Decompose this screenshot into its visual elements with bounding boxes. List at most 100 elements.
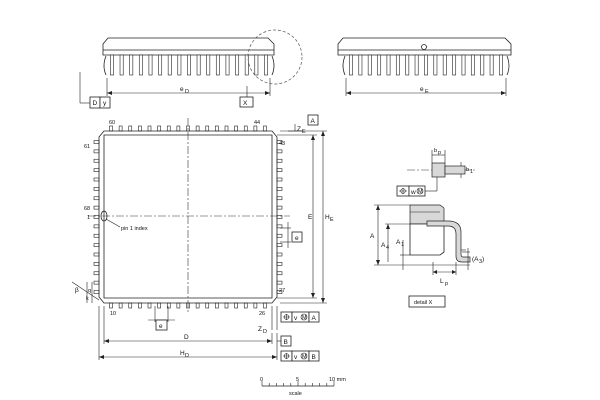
- bp-label: b: [434, 148, 437, 154]
- plan-view: 60 44 61 43 68 1 pin 1 index 27 10 26 A …: [71, 114, 334, 362]
- pin-left: [93, 158, 100, 163]
- pin-1-index-label: pin 1 index: [121, 226, 148, 232]
- pin-bottom: [128, 302, 133, 309]
- side-lead: [470, 54, 475, 76]
- pin-bottom: [234, 302, 238, 309]
- pin-right: [276, 262, 283, 266]
- e-pitch-right-text: e: [295, 235, 299, 242]
- pin-27-label: 27: [279, 288, 285, 294]
- detail-view: b p b 1 w M A A 4 A 1: [370, 148, 484, 308]
- side-lead: [196, 54, 201, 76]
- side-lead: [395, 54, 400, 76]
- z-d-label: Z: [258, 326, 262, 333]
- dim-a3-label: (A: [472, 256, 479, 263]
- q-label: q: [88, 288, 91, 294]
- pin-bottom: [118, 302, 123, 309]
- dim-a4-label-sub: 4: [386, 245, 389, 251]
- pin-bottom: [224, 302, 229, 309]
- pin-left: [93, 149, 100, 154]
- z-e-label: Z: [297, 126, 301, 133]
- pin-top: [234, 125, 238, 132]
- pin-right: [276, 271, 283, 276]
- fcf-plan-a: A: [312, 315, 317, 322]
- fcf-w-m: M: [418, 189, 423, 195]
- pin-right: [276, 243, 283, 247]
- pin-left: [93, 140, 100, 144]
- pin-left: [93, 187, 100, 191]
- pin-top: [243, 125, 248, 132]
- gull-wing-lead: [426, 220, 471, 263]
- dim-hd-label: H: [180, 350, 185, 357]
- side-lead: [405, 54, 410, 76]
- pin-44-label: 44: [254, 120, 260, 126]
- e-d-label: e: [180, 86, 184, 93]
- pin-10-label: 10: [110, 311, 116, 317]
- pin-right: [276, 149, 283, 154]
- pin-bottom: [109, 302, 113, 309]
- dim-lp-label-sub: p: [445, 281, 448, 287]
- side-lead: [119, 54, 124, 76]
- pin-top: [109, 125, 113, 132]
- lead-cross-section: [431, 162, 446, 178]
- fcf-w-text: w: [410, 189, 416, 196]
- dim-a-label: A: [370, 233, 375, 240]
- pin-top: [215, 125, 219, 132]
- pin-bottom: [263, 302, 267, 309]
- pin-top: [205, 125, 210, 132]
- pin-60-label: 60: [109, 120, 115, 126]
- scale-tick-0: 0: [260, 377, 263, 383]
- pin-top: [176, 125, 181, 132]
- e-e-label-sub: E: [425, 89, 429, 95]
- pin-bottom: [147, 302, 152, 309]
- side-lead: [386, 54, 391, 76]
- side-lead: [167, 54, 172, 76]
- side-lead: [349, 54, 353, 76]
- datum-a-box: [307, 114, 319, 126]
- side-lead: [244, 54, 249, 76]
- bp-label-sub: p: [438, 150, 441, 156]
- pin-right: [276, 224, 283, 229]
- pin-left: [93, 168, 100, 172]
- scale-bar: 0 5 10 mm scale: [260, 377, 346, 397]
- dim-a3-label-close: ): [482, 256, 484, 263]
- pin-left: [93, 224, 100, 229]
- dim-lp-label: L: [440, 278, 444, 285]
- side-lead: [489, 54, 494, 76]
- pin-bottom: [157, 302, 161, 309]
- side-lead: [206, 54, 211, 76]
- scale-caption: scale: [289, 391, 302, 397]
- pin-bottom: [205, 302, 210, 309]
- detail-x-marker: [239, 96, 254, 108]
- pin-right: [276, 233, 283, 238]
- fcf-bottom-b: B: [312, 354, 316, 361]
- pin-top: [118, 125, 123, 132]
- pin-left: [93, 177, 100, 182]
- scale-tick-5: 5: [296, 377, 299, 383]
- dim-a4-label: A: [381, 242, 386, 249]
- b1-label: b: [466, 167, 469, 173]
- datum-y-text: y: [103, 100, 107, 107]
- dim-a1-label-sub: 1: [401, 242, 404, 248]
- pin-bottom: [215, 302, 219, 309]
- pin-left: [93, 252, 100, 257]
- side-lead: [424, 54, 428, 76]
- pin-left: [93, 280, 100, 285]
- pin-bottom: [253, 302, 258, 309]
- side-lead: [499, 54, 503, 76]
- datum-b-text: B: [284, 339, 288, 346]
- pin-right: [276, 187, 283, 191]
- side-lead: [377, 54, 382, 76]
- side-lead: [358, 54, 363, 76]
- fcf-plan-m: M: [302, 315, 307, 321]
- pin-right: [276, 196, 283, 201]
- pin-26-label: 26: [259, 311, 265, 317]
- pin-left: [93, 262, 100, 266]
- e-pitch-right-box: [291, 231, 303, 243]
- scale-tick-10: 10 mm: [329, 377, 346, 383]
- side-lead: [158, 54, 163, 76]
- e-e-label: e: [420, 86, 424, 93]
- fcf-plan-v: v: [294, 315, 298, 322]
- detail-x-caption-box: [408, 295, 446, 308]
- detail-x-caption: detail X: [414, 300, 433, 306]
- dim-he-label-sub: E: [330, 217, 334, 223]
